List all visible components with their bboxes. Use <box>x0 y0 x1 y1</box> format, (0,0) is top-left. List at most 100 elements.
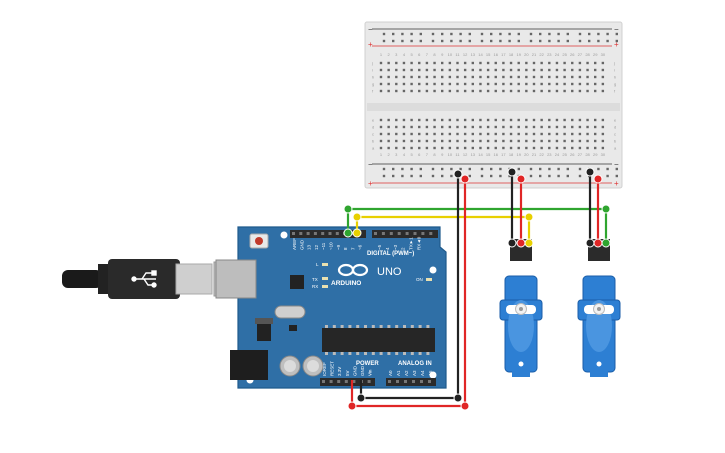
wire-endpoint[interactable] <box>601 238 611 248</box>
wire-endpoint[interactable] <box>585 167 595 177</box>
breadboard-hole <box>441 61 444 65</box>
chip-pin <box>395 352 399 355</box>
breadboard-hole <box>548 146 551 150</box>
rail-hole <box>548 39 551 43</box>
power-label: POWER <box>356 361 379 367</box>
breadboard-column-number: 18 <box>509 52 514 57</box>
breadboard-column-number: 12 <box>463 152 468 157</box>
breadboard-hole <box>463 89 467 93</box>
rail-hole <box>615 39 618 43</box>
wire-endpoint[interactable] <box>453 169 463 179</box>
breadboard-hole <box>471 61 474 65</box>
rail-hole <box>578 32 582 36</box>
breadboard-hole <box>456 82 459 86</box>
breadboard-hole <box>578 118 582 122</box>
rail-minus-label: − <box>368 160 373 169</box>
wire-endpoint[interactable] <box>593 238 603 248</box>
breadboard-hole <box>578 75 582 79</box>
header-pin <box>413 232 417 235</box>
breadboard-hole <box>494 125 497 129</box>
digital-label: DIGITAL (PWM~) <box>367 251 414 257</box>
breadboard-hole <box>410 75 413 79</box>
wire-endpoint[interactable] <box>593 174 603 184</box>
wire-endpoint[interactable] <box>524 212 534 222</box>
breadboard-hole <box>525 68 528 72</box>
breadboard-hole <box>463 82 467 86</box>
breadboard-hole <box>594 146 597 150</box>
wire-endpoint[interactable] <box>352 212 362 222</box>
breadboard-column-number: 20 <box>524 152 529 157</box>
breadboard-hole <box>540 61 543 65</box>
wire-endpoint[interactable] <box>343 204 353 214</box>
breadboard-hole <box>479 132 482 136</box>
wire-endpoint[interactable] <box>601 204 611 214</box>
pin-label: 8 <box>343 247 348 250</box>
breadboard-column-number: 19 <box>516 152 521 157</box>
wire-endpoint[interactable] <box>507 238 517 248</box>
breadboard-hole <box>540 125 543 129</box>
wire-green-signal <box>346 207 608 243</box>
wire-endpoint[interactable] <box>453 393 463 403</box>
breadboard-hole <box>509 82 513 86</box>
rail-hole <box>539 174 542 178</box>
breadboard-hole <box>379 82 383 86</box>
breadboard-column-number: 8 <box>433 52 436 57</box>
breadboard-hole <box>540 82 543 86</box>
header-pin <box>428 380 431 383</box>
breadboard-hole <box>448 118 452 122</box>
rail-hole <box>459 39 462 43</box>
breadboard-hole <box>387 118 390 122</box>
breadboard-hole <box>571 139 574 143</box>
breadboard-hole <box>418 132 421 136</box>
breadboard-column-number: 24 <box>555 52 560 57</box>
breadboard-row-letter: c <box>372 132 374 137</box>
breadboard-hole <box>479 139 482 143</box>
wire-endpoint[interactable] <box>516 238 526 248</box>
reset-button[interactable] <box>255 237 263 245</box>
wire-endpoint[interactable] <box>460 401 470 411</box>
rail-plus-label: + <box>614 40 619 49</box>
wire-endpoint[interactable] <box>507 167 517 177</box>
breadboard-hole <box>563 68 566 72</box>
wire-endpoint[interactable] <box>352 228 362 238</box>
breadboard-hole <box>601 118 605 122</box>
breadboard-hole <box>456 146 459 150</box>
breadboard-column-number: 27 <box>578 52 583 57</box>
rail-hole <box>557 167 560 171</box>
breadboard-hole <box>395 61 398 65</box>
wire-endpoint[interactable] <box>356 393 366 403</box>
rail-hole <box>410 167 413 171</box>
rail-hole <box>597 167 600 171</box>
breadboard-column-number: 9 <box>441 152 444 157</box>
breadboard-hole <box>479 82 482 86</box>
wire-endpoint[interactable] <box>460 174 470 184</box>
chip-pin <box>410 325 414 328</box>
breadboard-hole <box>509 146 513 150</box>
breadboard-hole <box>509 89 513 93</box>
breadboard-hole <box>456 118 459 122</box>
rail-hole <box>517 32 520 36</box>
breadboard-hole <box>601 125 605 129</box>
breadboard-hole <box>517 68 520 72</box>
chip-pin <box>332 325 336 328</box>
breadboard-row-letter: a <box>372 146 375 151</box>
breadboard-hole <box>571 125 574 129</box>
breadboard-hole <box>594 132 597 136</box>
breadboard-hole <box>486 125 490 129</box>
breadboard-hole <box>540 132 543 136</box>
breadboard-hole <box>486 75 490 79</box>
breadboard-hole <box>448 89 452 93</box>
wires <box>346 172 608 408</box>
wire-endpoint[interactable] <box>524 238 534 248</box>
breadboard-hole <box>387 68 390 72</box>
wire-endpoint[interactable] <box>343 228 353 238</box>
breadboard-hole <box>563 139 566 143</box>
rail-hole <box>597 32 600 36</box>
breadboard-hole <box>402 68 406 72</box>
rail-hole <box>401 39 404 43</box>
wire-endpoint[interactable] <box>347 401 357 411</box>
wire-endpoint[interactable] <box>516 174 526 184</box>
breadboard-hole <box>517 146 520 150</box>
wire-endpoint[interactable] <box>585 238 595 248</box>
breadboard-column-number: 11 <box>455 52 460 57</box>
